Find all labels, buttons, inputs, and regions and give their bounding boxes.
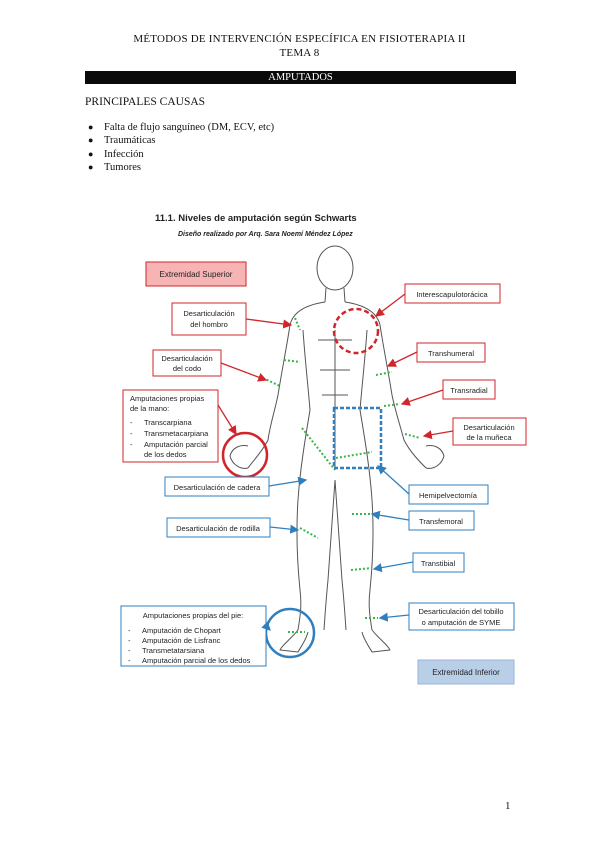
foot-item-dash: - <box>128 656 131 665</box>
foot-label-title: Amputaciones propias del pie: <box>143 611 243 620</box>
transradial-label: Transradial <box>450 386 488 395</box>
transfemoral-label-box <box>408 510 475 531</box>
transhumeral-label: Transhumeral <box>428 349 474 358</box>
wrist-label-line2: de la muñeca <box>466 433 512 442</box>
hand-label-title1: Amputaciones propias <box>130 394 204 403</box>
label-arrows <box>217 293 454 631</box>
lower-extremity-label: Extremidad Inferior <box>432 668 500 677</box>
hip-label-box <box>164 476 270 497</box>
body-outline <box>229 245 445 653</box>
bullet-icon: ● <box>88 161 94 172</box>
hand-item-dash: - <box>130 429 133 438</box>
foot-item-dash: - <box>128 626 131 635</box>
foot-item: Amputación de Lisfranc <box>142 636 221 645</box>
knee-label: Desarticulación de rodilla <box>176 524 261 533</box>
foot-item: Transmetatarsiana <box>142 646 205 655</box>
hemipelvectomy-label-box <box>408 484 489 505</box>
section-banner: AMPUTADOS <box>85 71 516 84</box>
hand-item: Amputación parcial <box>144 440 208 449</box>
figure-subtitle: Diseño realizado por Arq. Sara Noemí Mén… <box>178 231 353 238</box>
upper-extremity-tag <box>145 261 247 287</box>
list-item: ●Infección <box>88 148 144 160</box>
bullet-icon: ● <box>88 135 94 146</box>
ankle-label-line2: o amputación de SYME <box>422 618 501 627</box>
elbow-label-line2: del codo <box>173 364 201 373</box>
transradial-label-box <box>442 379 496 400</box>
ankle-label-line1: Desarticulación del tobillo <box>418 607 503 616</box>
foot-item: Amputación de Chopart <box>142 626 222 635</box>
figure-title: 11.1. Niveles de amputación según Schwar… <box>155 213 357 224</box>
interscapulothoracic-label-box <box>404 283 501 304</box>
list-item: ●Traumáticas <box>88 135 156 147</box>
causes-list: ●Falta de flujo sanguíneo (DM, ECV, etc)… <box>88 121 274 174</box>
amputation-level-marks <box>262 317 421 633</box>
hand-highlight <box>221 431 269 479</box>
elbow-label-line1: Desarticulación <box>161 354 212 363</box>
list-item: ●Falta de flujo sanguíneo (DM, ECV, etc) <box>88 122 275 133</box>
foot-label-box <box>120 605 267 667</box>
hand-item-dash: - <box>130 418 133 427</box>
list-item: ●Tumores <box>88 161 141 173</box>
ankle-label-box <box>408 602 515 631</box>
interscapulothoracic-label: Interescapulotorácica <box>416 290 488 299</box>
document-header-topic: TEMA 8 <box>279 47 320 59</box>
shoulder-label-line2: del hombro <box>190 320 228 329</box>
page-number: 1 <box>505 800 511 812</box>
hand-item: Transmetacarpiana <box>144 429 209 438</box>
foot-item: Amputación parcial de los dedos <box>142 656 251 665</box>
upper-extremity-label: Extremidad Superior <box>160 270 233 279</box>
hand-item-dash: - <box>130 440 133 449</box>
hand-label-box <box>122 389 219 463</box>
document-header-title: MÉTODOS DE INTERVENCIÓN ESPECÍFICA EN FI… <box>133 33 466 45</box>
bullet-icon: ● <box>88 148 94 159</box>
foot-item-dash: - <box>128 646 131 655</box>
shoulder-label-box <box>171 302 247 336</box>
hand-item: Transcarpiana <box>144 418 192 427</box>
foot-item-dash: - <box>128 636 131 645</box>
hemipelvectomy-highlight <box>332 406 383 470</box>
hemipelvectomy-label: Hemipelvectomía <box>419 491 478 500</box>
hip-label: Desarticulación de cadera <box>174 483 262 492</box>
section-heading: PRINCIPALES CAUSAS <box>85 96 206 108</box>
shoulder-label-line1: Desarticulación <box>183 309 234 318</box>
wrist-label-line1: Desarticulación <box>463 423 514 432</box>
hand-item: de los dedos <box>144 450 187 459</box>
wrist-label-box <box>452 417 527 446</box>
interscapulothoracic-highlight <box>332 307 380 355</box>
hand-label-title2: de la mano: <box>130 404 169 413</box>
lower-extremity-tag <box>417 659 515 685</box>
bullet-icon: ● <box>88 122 94 132</box>
transtibial-label: Transtibial <box>421 559 456 568</box>
transfemoral-label: Transfemoral <box>419 517 463 526</box>
